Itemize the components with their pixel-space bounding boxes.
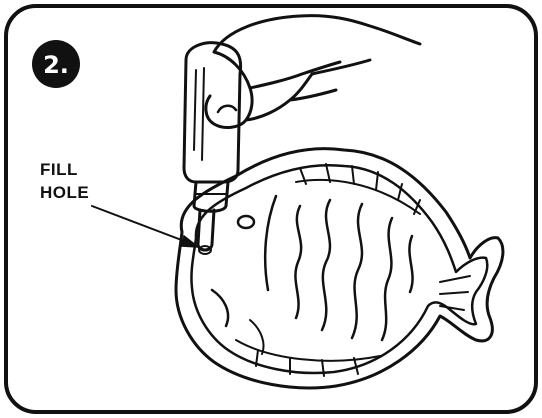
step-number: 2. [43,51,69,79]
fish-mouth [210,288,230,328]
bottle-neck [192,180,230,213]
fish-scale-line-5 [408,234,414,294]
callout-line-1: FILL [40,160,78,179]
fish-fin-lower [249,319,265,355]
fish-seam-top [299,163,421,215]
bottle-highlight [193,67,205,161]
callout-arrow [91,205,201,248]
step-badge-circle [32,40,80,88]
fish-dorsal-ridge [295,178,421,215]
fish-scale-line-2 [320,198,332,332]
thumbnail [216,104,238,114]
fish-scale-line-4 [380,216,394,342]
fish-scale-line-3 [350,202,364,340]
arrow-shaft [91,205,193,245]
hand-fingers [244,58,372,122]
fish-inner-rim [190,164,489,375]
fish-seam-bottom [235,339,381,377]
fish-scale-line-1 [294,204,303,320]
fish-gill [263,194,278,292]
bottle-nozzle [196,208,216,252]
hand-with-bottle [182,14,422,255]
fish-tail-lines [439,275,471,311]
fish-outer-rim [174,147,505,390]
nozzle-tip [198,245,212,255]
callout-line-2: HOLE [40,183,89,202]
step-badge: 2. [32,40,80,88]
arrow-head-icon [181,234,201,248]
bottle-body [182,41,243,184]
fish-eye [236,214,256,230]
fish-mold [174,147,505,390]
